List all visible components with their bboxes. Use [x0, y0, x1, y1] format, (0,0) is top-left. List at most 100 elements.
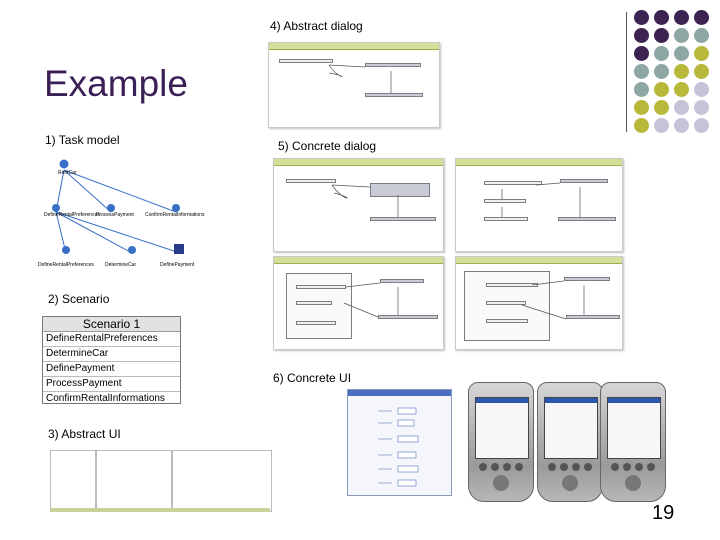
abstract-ui-pane [172, 450, 272, 512]
dialog-node [484, 199, 526, 203]
decor-dot [634, 64, 649, 79]
pda-screen [607, 397, 661, 459]
decor-dot [694, 82, 709, 97]
abstract-dialog-panel [268, 42, 440, 128]
scenario-table: Scenario 1 DefineRentalPreferences Deter… [42, 316, 181, 404]
dialog-node [486, 319, 528, 323]
decor-dot [634, 10, 649, 25]
dialog-node [566, 315, 620, 319]
decor-dot [634, 28, 649, 43]
decor-dot [654, 28, 669, 43]
pda-navpad [625, 475, 641, 491]
caption-task-model: 1) Task model [45, 133, 120, 147]
abstract-ui-statusbar [50, 508, 270, 512]
decor-dot [634, 82, 649, 97]
decor-dot [674, 10, 689, 25]
panel-titlebar [274, 257, 443, 264]
scenario-row: DefineRentalPreferences [43, 332, 180, 347]
form-fields [378, 407, 419, 487]
dialog-node [380, 279, 424, 283]
task-node-label: DefinePayment [160, 262, 195, 268]
decor-dot [674, 118, 689, 133]
panel-titlebar [456, 257, 622, 264]
caption-abstract-dialog: 4) Abstract dialog [270, 19, 363, 33]
decor-dot [694, 28, 709, 43]
divider-line [626, 12, 627, 132]
dialog-arrows [521, 280, 585, 320]
concrete-ui-form [347, 389, 452, 496]
decor-dot [654, 46, 669, 61]
dialog-node [370, 217, 436, 221]
dialog-node [378, 315, 438, 319]
dialog-node [486, 301, 526, 305]
task-root-label: RentCar [58, 170, 77, 176]
task-node-label: DetermineCar [105, 262, 137, 268]
dialog-node [365, 63, 421, 67]
decor-dot [654, 118, 669, 133]
dialog-node [484, 217, 528, 221]
abstract-ui-pane [50, 450, 96, 512]
dialog-arrows [501, 182, 581, 217]
pda-navpad [562, 475, 578, 491]
decor-dot [674, 28, 689, 43]
scenario-row: DefinePayment [43, 362, 180, 377]
pda-device [468, 382, 534, 502]
decor-dot [654, 100, 669, 115]
concrete-dialog-panel [273, 158, 444, 252]
decor-dot [694, 118, 709, 133]
decor-dot [694, 100, 709, 115]
decor-dot [674, 64, 689, 79]
caption-concrete-dialog: 5) Concrete dialog [278, 139, 377, 153]
pda-screen [475, 397, 529, 459]
form-titlebar [348, 390, 451, 396]
decor-dot [694, 46, 709, 61]
pda-screen [544, 397, 598, 459]
dialog-group [464, 271, 550, 341]
dialog-node [560, 179, 608, 183]
scenario-row: ProcessPayment [43, 377, 180, 392]
pda-device [600, 382, 666, 502]
panel-titlebar [274, 159, 443, 166]
decor-dot [694, 64, 709, 79]
decor-dot [674, 100, 689, 115]
decor-dot [654, 10, 669, 25]
slide-title: Example [44, 63, 188, 104]
abstract-ui-pane [96, 450, 172, 512]
concrete-dialog-panel [273, 256, 444, 350]
dialog-node [296, 301, 332, 305]
panel-titlebar [269, 43, 439, 50]
page-number: 19 [652, 502, 675, 524]
pda-device [537, 382, 603, 502]
dialog-node [484, 181, 542, 185]
dialog-node [486, 283, 538, 287]
scenario-header: Scenario 1 [43, 317, 180, 332]
pda-navpad [493, 475, 509, 491]
dialog-node [286, 179, 336, 183]
caption-abstract-ui: 3) Abstract UI [48, 427, 121, 441]
decor-dot [634, 118, 649, 133]
task-node-label: DefineRentalPreferences [44, 212, 100, 218]
decor-dot [654, 82, 669, 97]
decor-dot [674, 82, 689, 97]
concrete-dialog-panel [455, 158, 623, 252]
task-model-tree [52, 159, 184, 254]
task-node-label: DefineRentalPreferences [38, 262, 94, 268]
dialog-node [296, 285, 346, 289]
task-node-label: ProcessPayment [96, 212, 134, 218]
decor-dot [694, 10, 709, 25]
caption-concrete-ui: 6) Concrete UI [273, 371, 352, 385]
dialog-node [296, 321, 336, 325]
decor-dot [674, 46, 689, 61]
decor-dot [634, 100, 649, 115]
task-node-label: ConfirmRentalInformations [145, 212, 205, 218]
scenario-row: DetermineCar [43, 347, 180, 362]
concrete-dialog-panel [455, 256, 623, 350]
dialog-node [370, 183, 430, 197]
panel-titlebar [456, 159, 622, 166]
dialog-node [279, 59, 333, 63]
dialog-arrows [328, 64, 392, 93]
dialog-node [558, 217, 616, 221]
decor-dot [654, 64, 669, 79]
decor-dot [634, 46, 649, 61]
dialog-arrows [331, 184, 399, 217]
